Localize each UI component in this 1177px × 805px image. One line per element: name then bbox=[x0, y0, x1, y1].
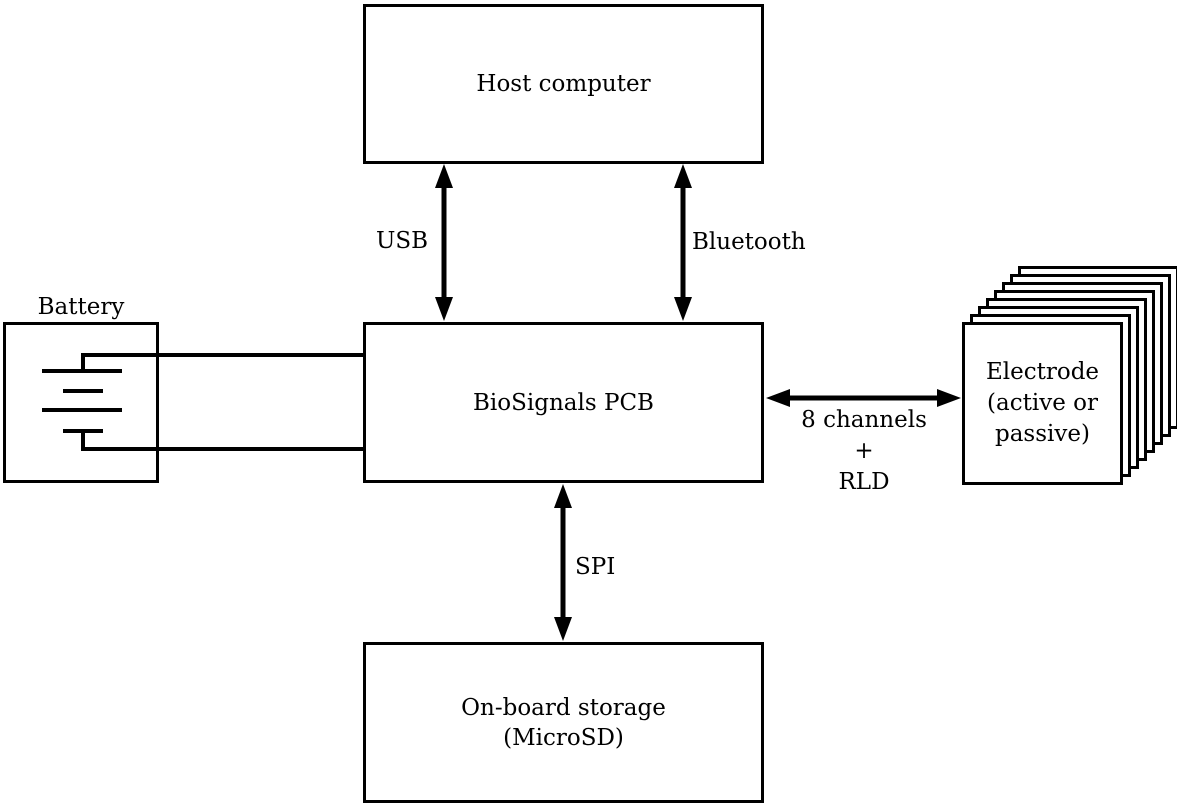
biosignals-pcb-label: BioSignals PCB bbox=[473, 389, 654, 416]
node-biosignals-pcb: BioSignals PCB bbox=[363, 322, 764, 483]
electrode-label-line1: Electrode bbox=[985, 359, 1100, 385]
node-battery bbox=[3, 322, 159, 483]
battery-plate-short-top bbox=[63, 389, 103, 393]
node-onboard-storage: On-board storage (MicroSD) bbox=[363, 642, 764, 803]
channels-arrow-icon bbox=[766, 389, 961, 407]
usb-arrow-icon bbox=[435, 164, 453, 321]
channels-label-line3: RLD bbox=[838, 469, 890, 495]
channels-label: 8 channels + RLD bbox=[766, 405, 962, 498]
onboard-storage-label-line1: On-board storage bbox=[461, 694, 666, 721]
channels-label-line1: 8 channels bbox=[801, 407, 927, 433]
battery-plate-long-top bbox=[42, 369, 122, 373]
battery-stub-top bbox=[81, 353, 85, 371]
channels-label-line2: + bbox=[854, 438, 874, 464]
battery-label: Battery bbox=[37, 294, 125, 320]
battery-stub-bottom bbox=[81, 431, 85, 451]
bluetooth-label: Bluetooth bbox=[692, 229, 806, 255]
battery-wire-bottom bbox=[83, 447, 366, 451]
onboard-storage-label-line2: (MicroSD) bbox=[503, 724, 624, 751]
spi-label: SPI bbox=[575, 554, 616, 580]
electrode-label-line2: (active or bbox=[987, 390, 1098, 416]
usb-label: USB bbox=[375, 228, 428, 254]
spi-arrow-icon bbox=[554, 484, 572, 641]
battery-wire-top bbox=[83, 353, 366, 357]
bluetooth-arrow-icon bbox=[674, 164, 692, 321]
host-computer-label: Host computer bbox=[476, 71, 651, 97]
node-electrode: Electrode (active or passive) bbox=[962, 322, 1123, 485]
electrode-label-line3: passive) bbox=[995, 421, 1090, 447]
node-host-computer: Host computer bbox=[363, 4, 764, 164]
battery-plate-long-bottom bbox=[42, 408, 122, 412]
